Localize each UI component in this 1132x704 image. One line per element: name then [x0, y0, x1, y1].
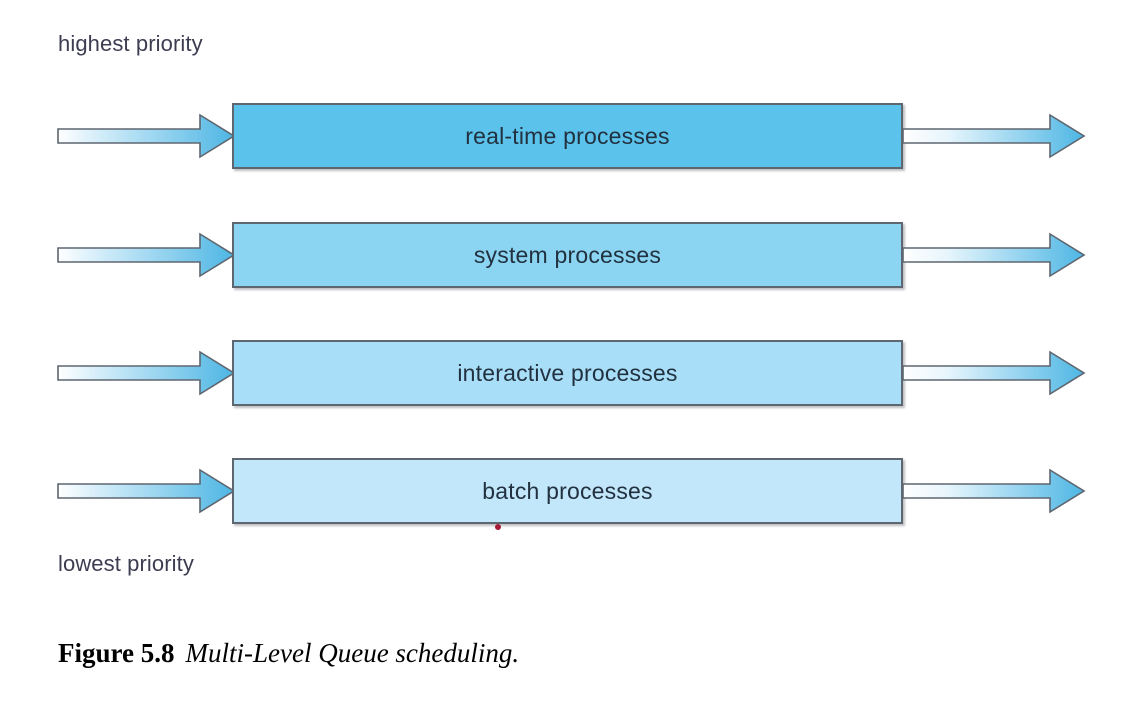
- queue-box-label: system processes: [473, 241, 662, 268]
- queue-box[interactable]: system processes: [232, 222, 903, 288]
- queue-input-arrow: [50, 458, 240, 524]
- queue-box-label: batch processes: [482, 477, 653, 504]
- queue-input-arrow: [50, 340, 240, 406]
- queue-row: real-time processes: [0, 103, 1132, 169]
- queue-box-label: interactive processes: [457, 359, 678, 386]
- queue-box[interactable]: batch processes: [232, 458, 903, 524]
- marker-dot-icon: [495, 524, 501, 530]
- queue-output-arrow: [895, 458, 1090, 524]
- queue-row: system processes: [0, 222, 1132, 288]
- queue-row: interactive processes: [0, 340, 1132, 406]
- queue-row: batch processes: [0, 458, 1132, 524]
- figure-caption: Figure 5.8 Multi-Level Queue scheduling.: [58, 638, 519, 669]
- lowest-priority-label: lowest priority: [58, 551, 194, 576]
- queue-box[interactable]: real-time processes: [232, 103, 903, 169]
- queue-output-arrow: [895, 103, 1090, 169]
- highest-priority-label: highest priority: [58, 31, 203, 56]
- queue-input-arrow: [50, 222, 240, 288]
- queue-output-arrow: [895, 340, 1090, 406]
- queue-box[interactable]: interactive processes: [232, 340, 903, 406]
- queue-box-label: real-time processes: [465, 122, 670, 149]
- figure-title: Multi-Level Queue scheduling.: [185, 638, 520, 668]
- queue-output-arrow: [895, 222, 1090, 288]
- queue-input-arrow: [50, 103, 240, 169]
- figure-number: Figure 5.8: [58, 638, 175, 668]
